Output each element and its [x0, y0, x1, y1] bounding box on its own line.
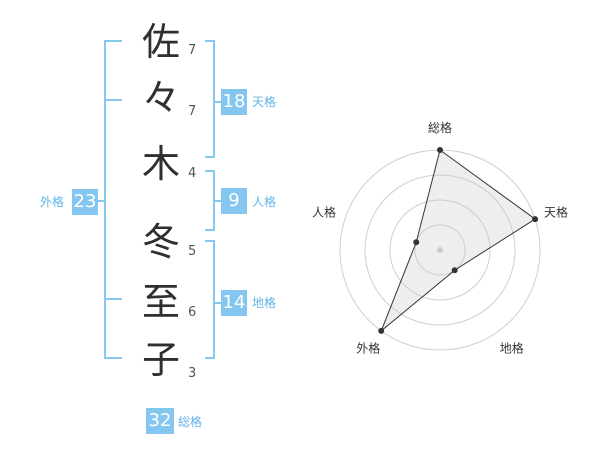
outer-bracket-line — [104, 40, 106, 359]
name-char-3: 木 — [141, 142, 180, 186]
name-char-1: 佐 — [141, 20, 180, 64]
jinkaku-label: 人格 — [252, 195, 277, 209]
radar-axis-label-1: 総格 — [428, 120, 452, 135]
jinkaku-badge: 9 — [221, 188, 247, 214]
chikaku-label: 地格 — [252, 296, 277, 310]
radar-point-1 — [437, 147, 443, 153]
stroke-count-2: 7 — [188, 104, 197, 119]
stroke-count-4: 5 — [188, 244, 197, 259]
chikaku-bracket-tick — [205, 240, 215, 242]
tenkaku-bracket-tick — [205, 40, 215, 42]
stroke-count-1: 7 — [188, 43, 197, 58]
tenkaku-badge: 18 — [221, 89, 247, 115]
outer-bracket-tick — [104, 357, 122, 359]
jinkaku-bracket-connector — [213, 200, 221, 202]
soukaku-badge: 32 — [146, 408, 174, 434]
radar-axis-label-2: 天格 — [544, 204, 568, 219]
stroke-count-3: 4 — [188, 166, 197, 181]
radar-grid-ring — [414, 224, 466, 276]
chikaku-bracket-tick — [205, 357, 215, 359]
radar-point-4 — [378, 327, 385, 334]
gaikaku-badge: 23 — [72, 189, 98, 215]
radar-axis-label-5: 人格 — [312, 204, 336, 219]
tenkaku-label: 天格 — [252, 95, 277, 109]
outer-bracket-tick — [104, 40, 122, 42]
tenkaku-bracket-tick — [205, 156, 215, 158]
radar-grid-ring — [389, 199, 491, 301]
chikaku-badge: 14 — [221, 290, 247, 316]
stroke-count-5: 6 — [188, 305, 197, 320]
name-char-6: 子 — [141, 338, 180, 382]
soukaku-label: 総格 — [178, 415, 203, 429]
radar-data-polygon — [380, 149, 536, 332]
outer-bracket-connector — [98, 200, 106, 202]
chikaku-bracket-connector — [213, 302, 221, 304]
name-char-5: 至 — [141, 280, 180, 324]
jinkaku-bracket-tick — [205, 170, 215, 172]
gaikaku-label: 外格 — [40, 195, 65, 209]
name-char-4: 冬 — [141, 220, 180, 264]
chikaku-bracket-line — [213, 240, 215, 359]
radar-point-3 — [451, 267, 458, 274]
radar-axis-label-3: 地格 — [500, 341, 524, 356]
outer-bracket-tick — [104, 298, 122, 300]
tenkaku-bracket-connector — [213, 101, 221, 103]
radar-point-5 — [413, 239, 420, 246]
tenkaku-bracket-line — [213, 40, 215, 158]
jinkaku-bracket-tick — [205, 229, 215, 231]
radar-axis-label-4: 外格 — [356, 341, 380, 356]
radar-center-dot — [437, 247, 443, 253]
radar-grid-ring — [364, 174, 516, 326]
name-char-2: 々 — [141, 76, 180, 120]
outer-bracket-tick — [104, 99, 122, 101]
stroke-count-6: 3 — [188, 366, 197, 381]
radar-point-2 — [532, 216, 539, 223]
